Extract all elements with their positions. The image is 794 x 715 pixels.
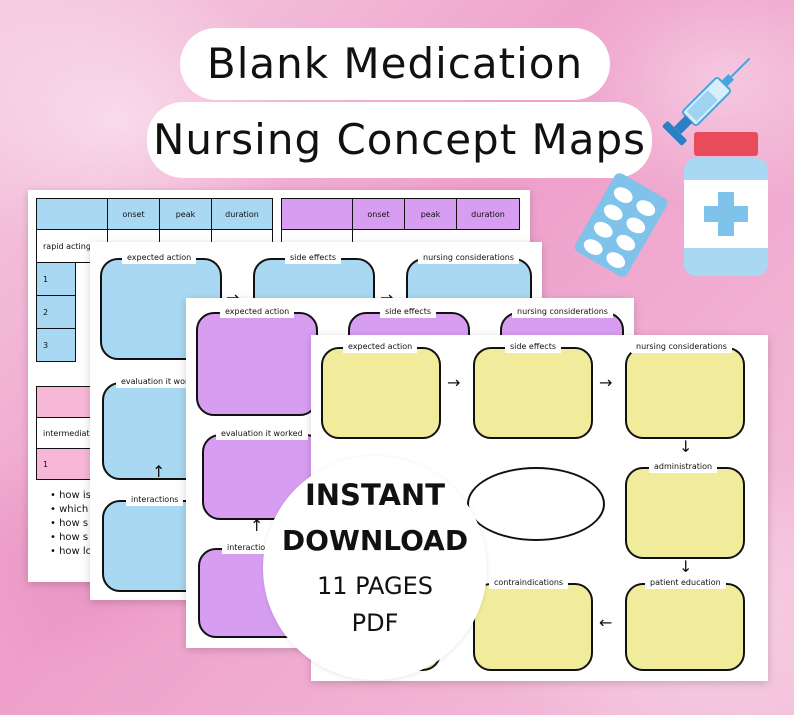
tab-side-effects: side effects — [505, 341, 561, 353]
row-label-intermediate: intermediate — [36, 417, 96, 449]
bullet-item: • which — [50, 504, 89, 515]
center-drug-ellipse — [467, 467, 605, 541]
tab-expected-action: expected action — [220, 306, 295, 318]
row-number-2: 2 — [36, 295, 76, 329]
nursing-considerations-box — [625, 347, 745, 439]
tab-interactions: interactions — [126, 494, 184, 506]
badge-line-pdf: PDF — [351, 609, 399, 637]
header-peak-2: peak — [404, 198, 457, 230]
table-header-blank-2 — [281, 198, 353, 230]
arrow-left-icon: ← — [599, 613, 613, 632]
tab-expected-action: expected action — [122, 252, 197, 264]
expected-action-box — [196, 312, 318, 416]
header-peak: peak — [159, 198, 212, 230]
arrow-right-icon: → — [447, 373, 461, 392]
title-line-1: Blank Medication — [180, 28, 610, 100]
tab-expected-action: expected action — [343, 341, 418, 353]
tab-administration: administration — [649, 461, 718, 473]
pink-row-number-1: 1 — [36, 448, 96, 480]
row-number-1: 1 — [36, 262, 76, 296]
pink-header-blank — [36, 386, 96, 418]
tab-nursing-considerations: nursing considerations — [631, 341, 732, 353]
side-effects-box — [473, 347, 593, 439]
tab-evaluation: evaluation it worked — [216, 428, 308, 440]
arrow-right-icon: → — [599, 373, 613, 392]
tab-nursing-considerations: nursing considerations — [418, 252, 519, 264]
tab-evaluation: evaluation it worked — [116, 376, 208, 388]
contraindications-box — [473, 583, 593, 671]
header-duration: duration — [211, 198, 273, 230]
arrow-up-icon: ↑ — [152, 462, 166, 481]
tab-nursing-considerations: nursing considerations — [512, 306, 613, 318]
tab-contraindications: contraindications — [489, 577, 569, 589]
arrow-up-icon: ↑ — [250, 516, 264, 535]
title-line-2: Nursing Concept Maps — [147, 102, 652, 178]
pill-blister-icon — [574, 173, 668, 277]
bullet-item: • how s — [50, 518, 89, 529]
header-onset-2: onset — [352, 198, 405, 230]
administration-box — [625, 467, 745, 559]
tab-side-effects: side effects — [285, 252, 341, 264]
badge-line-instant: INSTANT — [305, 478, 445, 512]
row-number-3: 3 — [36, 328, 76, 362]
tab-patient-education: patient education — [645, 577, 726, 589]
badge-line-download: DOWNLOAD — [281, 524, 469, 557]
patient-education-box — [625, 583, 745, 671]
bullet-item: • how lo — [50, 546, 92, 557]
header-duration-2: duration — [456, 198, 520, 230]
syringe-icon — [662, 57, 751, 146]
tab-side-effects: side effects — [380, 306, 436, 318]
expected-action-box — [321, 347, 441, 439]
arrow-down-icon: ↓ — [679, 557, 693, 576]
instant-download-badge: INSTANT DOWNLOAD 11 PAGES PDF — [263, 456, 487, 680]
arrow-down-icon: ↓ — [679, 437, 693, 456]
medicine-bottle-icon — [684, 132, 768, 276]
bullet-item: • how s — [50, 532, 89, 543]
table-header-blank — [36, 198, 108, 230]
bullet-item: • how is — [50, 490, 91, 501]
badge-line-pages: 11 PAGES — [316, 572, 434, 600]
header-onset: onset — [107, 198, 160, 230]
